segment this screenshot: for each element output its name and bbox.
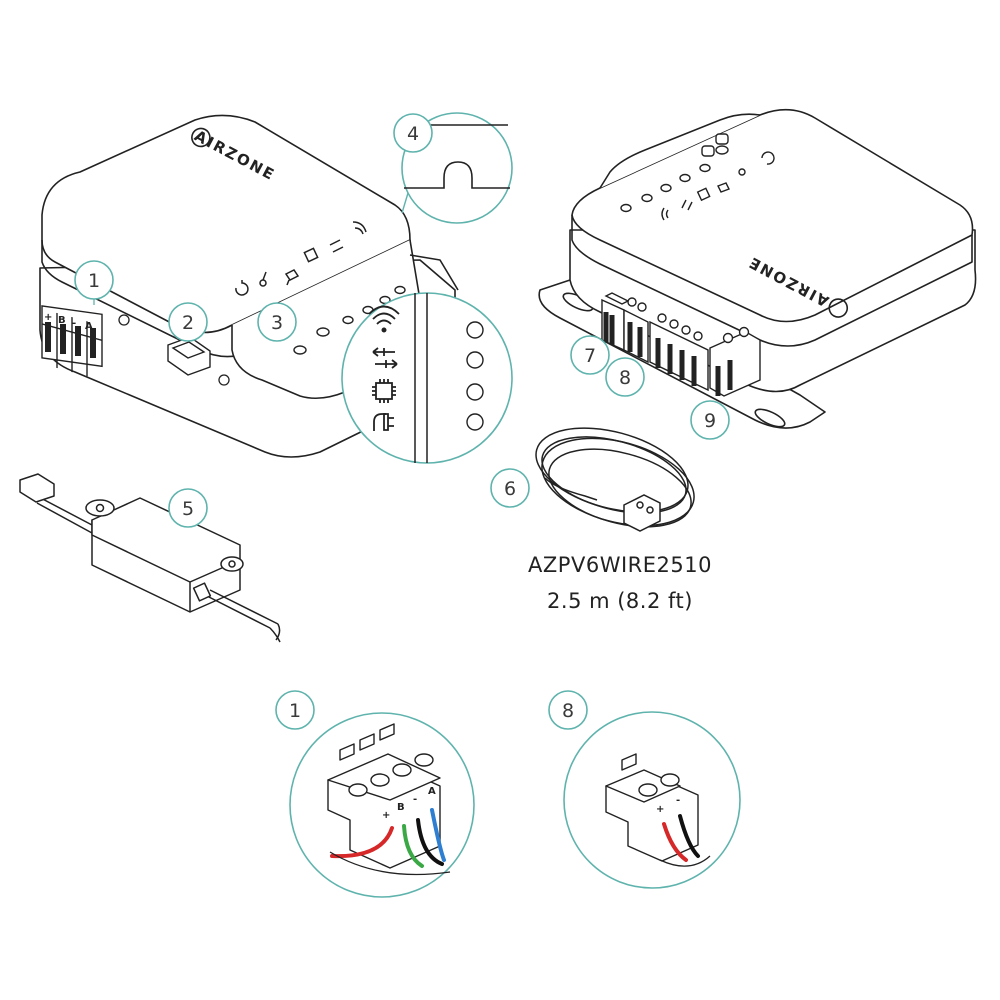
reset-icon: [235, 280, 249, 296]
terminal-block-4pin: [649, 313, 709, 392]
svg-text:3: 3: [271, 312, 283, 334]
rj-port: [167, 336, 211, 376]
transfer-arrows-icon: [329, 239, 344, 253]
callout-9: 9: [690, 400, 730, 440]
secondary-status-icons: [661, 151, 775, 221]
secondary-wifi-icon: [661, 207, 669, 221]
detail-power-plug-icon: [373, 413, 394, 431]
thermometer-icon: [259, 271, 267, 287]
chip-icon: [303, 247, 319, 263]
secondary-back-step: [599, 113, 761, 189]
wire-green: [402, 824, 424, 868]
power-plug-icon: [284, 269, 300, 286]
wiring-detail-4pin: + B - A: [289, 712, 475, 898]
callout-badges: 1 2 3 4 5 6 7 8: [74, 113, 730, 730]
callout-3: 3: [257, 302, 297, 342]
terminal-block-9: [709, 326, 761, 397]
detail-wifi-icon: [368, 305, 400, 333]
led-2: [316, 327, 330, 337]
detail-callout-8: 8: [548, 690, 588, 730]
secondary-reset-icon: [761, 151, 775, 165]
svg-text:4: 4: [407, 123, 419, 145]
led-detail-lens: [341, 292, 513, 464]
svg-text:8: 8: [562, 700, 574, 722]
pin-label-b: B: [58, 315, 66, 326]
cable-connector: [623, 494, 661, 532]
callout-2: 2: [168, 302, 208, 342]
led-3: [342, 315, 354, 325]
detail-led-3: [466, 383, 484, 401]
callout-7: 7: [570, 335, 610, 375]
connector-2pin-wires: [662, 814, 700, 862]
psu-plug: [19, 473, 55, 503]
callout-6: 6: [490, 468, 530, 508]
main-status-icons: [235, 221, 367, 296]
secondary-leds: [620, 133, 729, 213]
svg-text:1: 1: [289, 700, 301, 722]
detail-pin-label-b: B: [397, 802, 405, 813]
svg-text:6: 6: [504, 478, 516, 500]
detail-pin-label-minus: -: [413, 794, 417, 805]
wire-black: [416, 818, 444, 866]
main-leds: [293, 285, 406, 355]
led-6: [394, 285, 406, 295]
detail-callout-1: 1: [275, 690, 315, 730]
svg-text:9: 9: [704, 410, 716, 432]
callout-5: 5: [168, 488, 208, 528]
pin-label-minus: -: [72, 318, 76, 329]
cable-length-label: 2.5 m (8.2 ft): [547, 589, 693, 613]
cable-coil: [535, 427, 695, 532]
psu-lead: [34, 494, 93, 534]
cable-model-label: AZPV6WIRE2510: [528, 553, 712, 577]
svg-text:7: 7: [584, 345, 596, 367]
wiring-detail-2pin: + -: [563, 711, 741, 889]
detail-transfer-arrows-icon: [372, 347, 398, 369]
connector-4pin-wires: [330, 808, 446, 868]
detail-pin-label-2-minus: -: [676, 795, 680, 806]
secondary-thermometer-icon: [738, 168, 746, 176]
secondary-chip-icon: [696, 187, 711, 202]
callout-1: 1: [74, 260, 114, 305]
callout-4: 4: [393, 113, 433, 153]
svg-text:1: 1: [88, 270, 100, 292]
wire-black-2pin: [678, 814, 700, 858]
detail-led-4: [466, 413, 484, 431]
detail-led-1: [466, 321, 484, 339]
detail-led-2: [466, 351, 484, 369]
callout-8: 8: [605, 357, 645, 397]
connector-4pin-screws: [348, 753, 434, 797]
svg-text:2: 2: [182, 312, 194, 334]
svg-text:8: 8: [619, 367, 631, 389]
secondary-transfer-arrows-icon: [681, 199, 693, 211]
main-screws: [118, 314, 230, 386]
svg-text:5: 5: [182, 498, 194, 520]
detail-pin-label-2-plus: +: [656, 804, 664, 815]
main-terminal-block: [41, 305, 103, 377]
wifi-icon: [352, 221, 367, 235]
wire-blue: [430, 808, 446, 862]
detail-pin-label-plus: +: [382, 810, 390, 821]
pin-label-plus: +: [44, 312, 52, 323]
secondary-terminals: [601, 292, 761, 397]
wire-red: [330, 826, 394, 859]
power-supply: [19, 473, 281, 643]
main-unit-lid: [41, 114, 411, 334]
secondary-lid: [571, 108, 974, 323]
psu-output-wires: [204, 589, 281, 643]
detail-pin-label-a: A: [428, 786, 436, 797]
secondary-power-plug-icon: [717, 182, 730, 193]
led-1: [293, 345, 307, 355]
pin-label-a: A: [85, 321, 93, 332]
terminal-block-8: [623, 297, 649, 364]
wire-red-2pin: [662, 822, 688, 862]
detail-chip-icon: [372, 379, 396, 403]
